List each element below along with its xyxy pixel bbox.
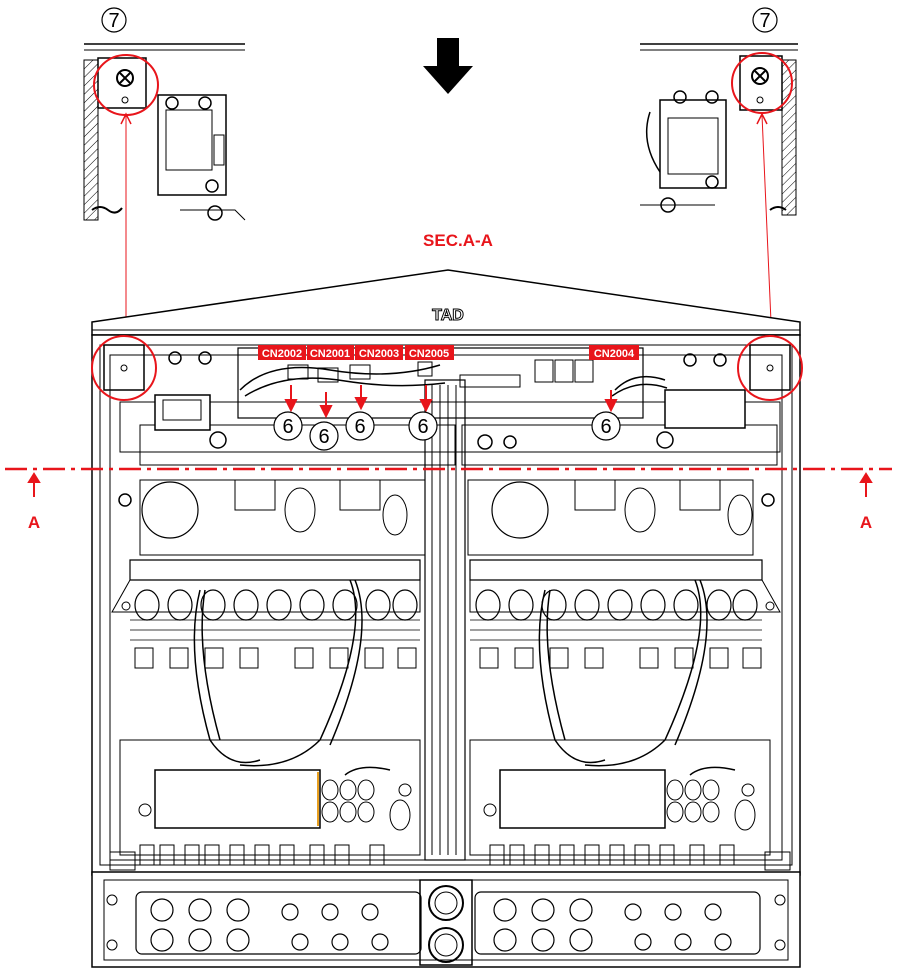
power-inlet <box>419 879 473 966</box>
screw-number: 6 <box>282 416 293 438</box>
amplifier-chassis <box>91 269 803 968</box>
leader-line-right <box>761 114 773 346</box>
connector-tag-cn2001 <box>307 345 354 360</box>
screw-callouts <box>273 411 621 451</box>
connector-labels <box>258 345 639 360</box>
label-plate-right <box>499 769 666 829</box>
connector-label: CN2004 <box>594 348 635 360</box>
screw-number: 6 <box>600 416 611 438</box>
connector-tag-cn2002 <box>258 345 306 360</box>
section-mark-right: A <box>860 513 872 532</box>
section-arrow-icon <box>27 472 873 497</box>
screw-number: 6 <box>354 416 365 438</box>
connector-label: CN2001 <box>310 348 350 360</box>
connector-label: CN2002 <box>262 348 302 360</box>
xlr-connectors <box>150 898 732 952</box>
wall-hatch-left <box>83 59 99 221</box>
connector-label: CN2005 <box>409 348 449 360</box>
connector-tag-cn2004 <box>589 345 639 360</box>
screw-icon <box>751 67 769 85</box>
highlight-circle-chassis-left <box>91 335 157 401</box>
connector-tag-cn2005 <box>405 345 454 360</box>
detail-top-right <box>640 7 798 216</box>
connector-arrows <box>284 385 618 419</box>
screw-number: 6 <box>417 416 428 438</box>
callout-circle-top-right <box>752 7 778 33</box>
label-plate-left <box>154 769 321 829</box>
brand-logo: TAD <box>432 307 464 324</box>
highlight-circle-chassis-right <box>737 335 803 401</box>
connector-label: CN2003 <box>359 348 399 360</box>
screw-icon <box>116 69 134 87</box>
detail-top-left <box>83 7 246 221</box>
screw-number: 6 <box>318 426 329 448</box>
section-mark-left: A <box>28 513 40 532</box>
callout-circle-top-left <box>101 7 127 33</box>
callout-number-top-right: 7 <box>759 10 770 32</box>
callout-number-top-left: 7 <box>108 10 119 32</box>
wall-hatch-right <box>781 59 797 216</box>
down-arrow-icon <box>423 38 473 94</box>
section-label: SEC.A-A <box>423 231 493 250</box>
connector-tag-cn2003 <box>355 345 403 360</box>
